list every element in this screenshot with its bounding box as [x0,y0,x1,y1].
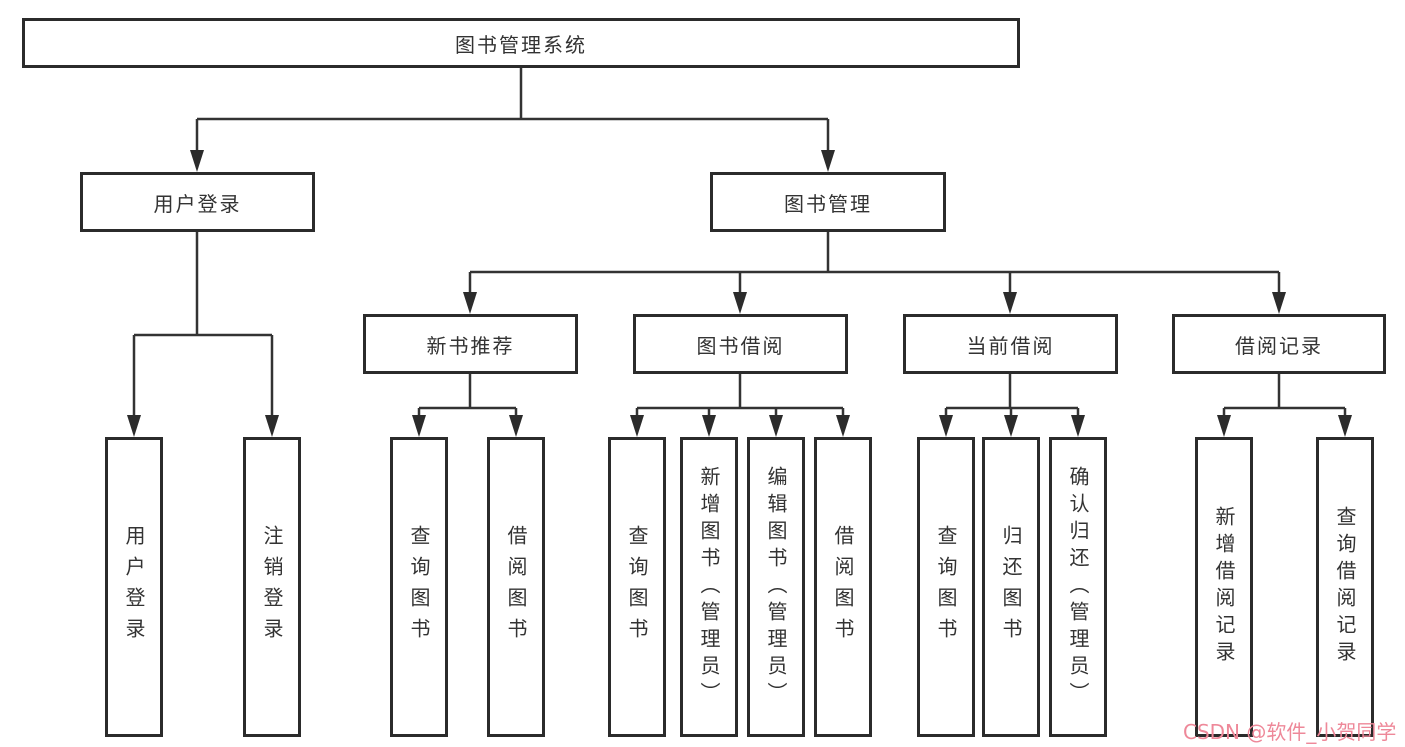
leaf-add-books-admin: 新增图书（管理员） [680,437,738,737]
node-borrow-records: 借阅记录 [1172,314,1386,374]
node-user-login: 用户登录 [80,172,315,232]
leaf-edit-books-admin: 编辑图书（管理员） [747,437,805,737]
leaf-confirm-return-admin: 确认归还（管理员） [1049,437,1107,737]
leaf-borrow-books: 借阅图书 [814,437,872,737]
leaf-user-login: 用户登录 [105,437,163,737]
leaf-return-books: 归还图书 [982,437,1040,737]
node-current-borrow: 当前借阅 [903,314,1118,374]
node-root-library-system: 图书管理系统 [22,18,1020,68]
leaf-label: 借阅图书 [831,525,855,649]
leaf-label: 编辑图书（管理员） [764,465,788,709]
node-book-borrow: 图书借阅 [633,314,848,374]
leaf-label: 确认归还（管理员） [1066,465,1090,709]
leaf-query-borrow-record: 查询借阅记录 [1316,437,1374,737]
leaf-logout: 注销登录 [243,437,301,737]
leaf-label: 新增借阅记录 [1212,506,1236,668]
leaf-label: 新增图书（管理员） [697,465,721,709]
csdn-watermark: CSDN @软件_小贺同学 [1183,720,1397,744]
leaf-query-books: 查询图书 [608,437,666,737]
leaf-label: 用户登录 [122,525,146,649]
leaf-label: 查询借阅记录 [1333,506,1357,668]
leaf-label: 归还图书 [999,525,1023,649]
leaf-label: 查询图书 [934,525,958,649]
leaf-borrow-books-recommend: 借阅图书 [487,437,545,737]
leaf-query-books-current: 查询图书 [917,437,975,737]
leaf-label: 查询图书 [625,525,649,649]
leaf-label: 查询图书 [407,525,431,649]
leaf-add-borrow-record: 新增借阅记录 [1195,437,1253,737]
node-book-management: 图书管理 [710,172,946,232]
leaf-label: 注销登录 [260,525,284,649]
node-new-book-recommend: 新书推荐 [363,314,578,374]
leaf-query-books-recommend: 查询图书 [390,437,448,737]
leaf-label: 借阅图书 [504,525,528,649]
